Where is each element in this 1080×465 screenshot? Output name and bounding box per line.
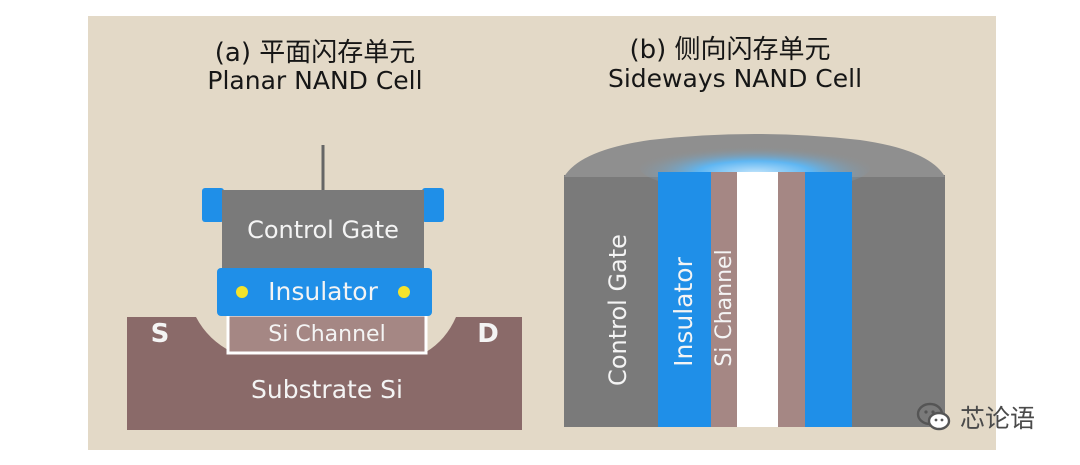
insulator-label-planar: Insulator [268,277,378,306]
sideways-cell-title-en: Sideways NAND Cell [607,64,863,93]
charge-dot-left [236,286,248,298]
source-label: S [151,319,170,349]
si-channel-column-right [778,172,805,427]
substrate-region [127,317,522,430]
si-channel-planar [226,313,428,355]
insulator-planar [217,268,432,316]
charge-dot-right [398,286,410,298]
channel-core [737,172,778,427]
gate-tab-right [422,188,444,222]
drain-label: D [477,319,499,349]
planar-cell-title-cn: (a) 平面闪存单元 [214,38,416,68]
insulator-column-right [805,172,852,427]
si-channel-column-left [711,172,737,427]
si-channel-label-sideways: Si Channel [712,249,737,366]
sideways-cell-title-cn: (b) 侧向闪存单元 [629,35,831,65]
gate-tab-left [202,188,224,222]
wechat-icon [916,402,951,431]
planar-cell-title-en: Planar NAND Cell [207,66,423,95]
insulator-column-left [658,172,711,427]
watermark: 芯论语 [916,398,1035,436]
control-gate-label-planar: Control Gate [247,216,399,244]
substrate-label: Substrate Si [251,375,403,404]
insulator-label-sideways: Insulator [669,256,698,366]
si-channel-label-planar: Si Channel [268,322,385,347]
control-gate-planar [222,190,424,268]
control-gate-label-sideways: Control Gate [604,234,632,386]
watermark-text: 芯论语 [960,404,1036,433]
